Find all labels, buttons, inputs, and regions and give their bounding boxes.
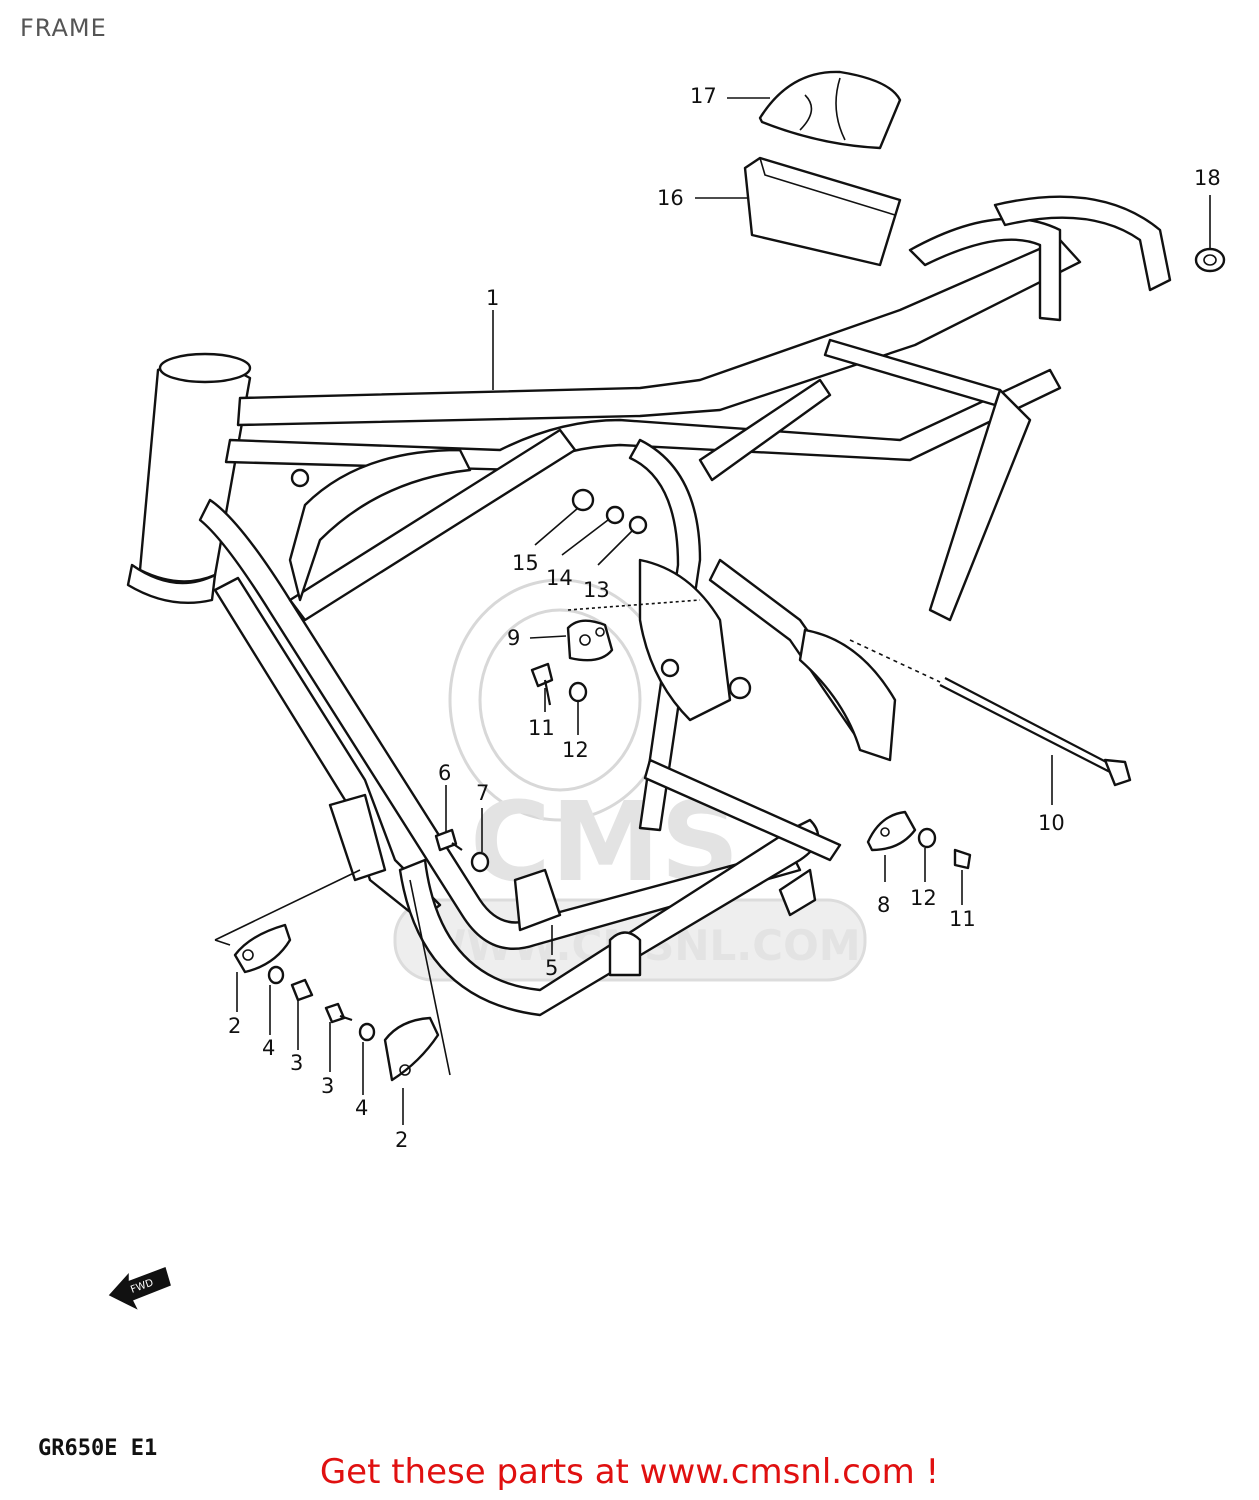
frame-main <box>126 195 1172 1017</box>
callout-13: 13 <box>583 578 610 602</box>
callout-8: 8 <box>877 893 890 917</box>
callout-18: 18 <box>1194 166 1221 190</box>
parts-6-7-bolt-nut <box>434 828 490 873</box>
callout-15: 15 <box>512 551 539 575</box>
part-18-nut <box>1194 247 1226 273</box>
callout-3-left: 3 <box>290 1051 303 1075</box>
part-17-cover <box>758 70 902 150</box>
leader-lines <box>236 97 1211 1125</box>
callout-14: 14 <box>546 566 573 590</box>
parts-2-4-mount-hardware <box>214 869 451 1082</box>
callout-10: 10 <box>1038 811 1065 835</box>
callout-2-right: 2 <box>395 1128 408 1152</box>
callout-4-left: 4 <box>262 1036 275 1060</box>
callout-16: 16 <box>657 186 684 210</box>
parts-11-12-bolt-nut-upper <box>530 662 588 706</box>
parts-13-15-washers <box>571 488 648 535</box>
part-8-plate <box>866 810 972 870</box>
part-10-long-bolt <box>849 639 1132 787</box>
forward-arrow-icon: FWD <box>108 1267 171 1310</box>
part-16-battery-box <box>743 156 902 267</box>
callout-7: 7 <box>476 781 489 805</box>
callout-2-left: 2 <box>228 1014 241 1038</box>
part-9-plate <box>566 599 701 662</box>
callouts: 1 2 2 3 3 4 4 5 6 7 8 9 10 11 11 12 12 1… <box>228 84 1221 1152</box>
callout-5: 5 <box>545 956 558 980</box>
callout-4-right: 4 <box>355 1096 368 1120</box>
callout-12-lower: 12 <box>910 886 937 910</box>
callout-9: 9 <box>507 626 520 650</box>
callout-1: 1 <box>486 286 499 310</box>
footer-link[interactable]: Get these parts at www.cmsnl.com ! <box>0 1452 1259 1492</box>
callout-11-upper: 11 <box>528 716 555 740</box>
page-title: FRAME <box>20 14 107 42</box>
callout-12-upper: 12 <box>562 738 589 762</box>
callout-6: 6 <box>438 761 451 785</box>
callout-11-lower: 11 <box>949 907 976 931</box>
callout-3-right: 3 <box>321 1074 334 1098</box>
callout-17: 17 <box>690 84 717 108</box>
footer-text[interactable]: Get these parts at www.cmsnl.com ! <box>319 1452 940 1492</box>
model-code: GR650E E1 <box>38 1436 157 1461</box>
